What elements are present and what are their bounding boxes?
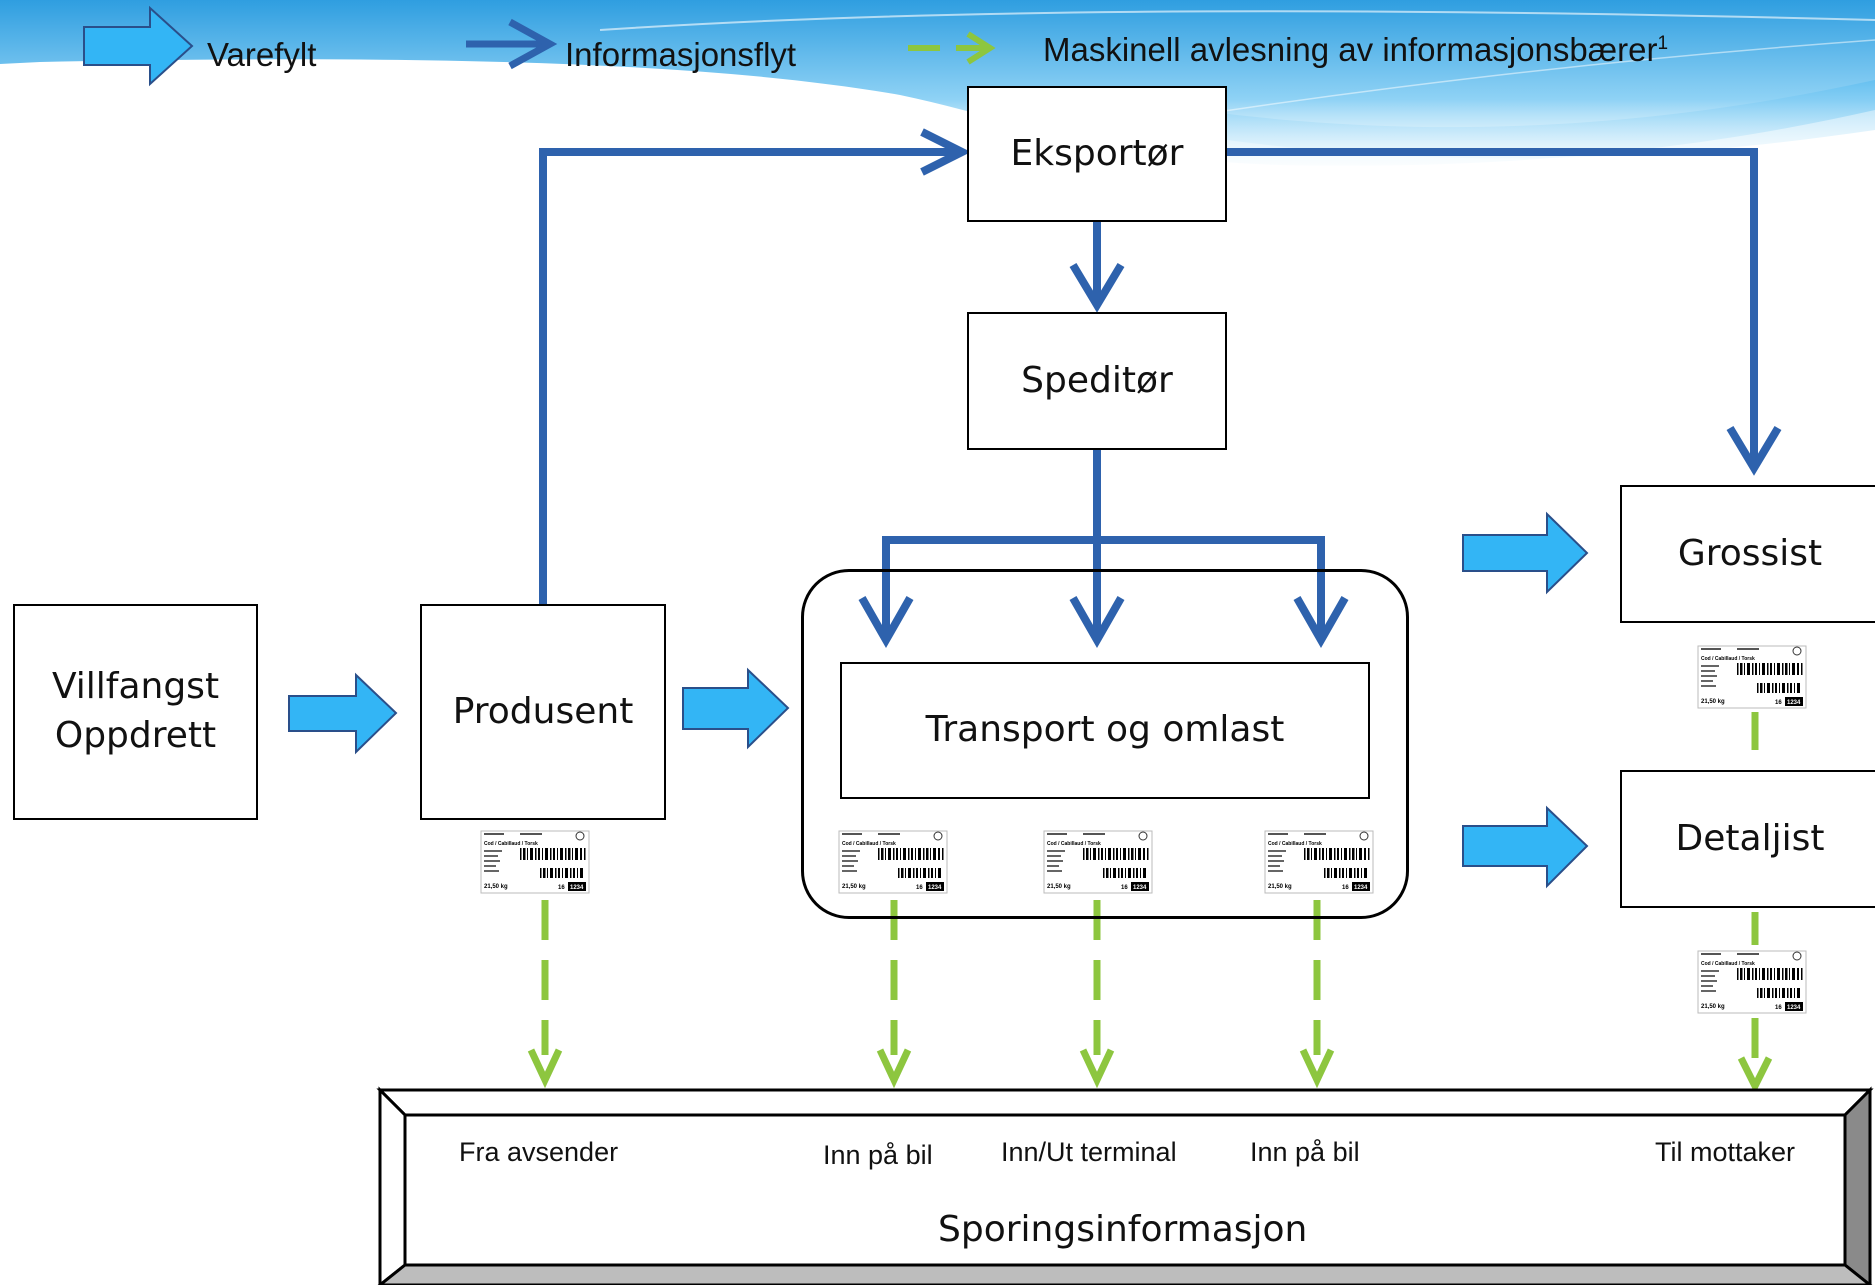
node-forwarder: Speditør (967, 312, 1227, 450)
cargo-label-transport-3: Cod / Cabillaud / Torsk 21,50 kg 16 1234 (1264, 830, 1374, 894)
tracking-stage-on-truck-1: Inn på bil (823, 1140, 933, 1170)
svg-text:16: 16 (1775, 1005, 1782, 1011)
goods-source-to-producer (288, 672, 398, 755)
svg-text:1234: 1234 (928, 885, 942, 891)
node-exporter: Eksportør (967, 86, 1227, 222)
svg-text:21,50 kg: 21,50 kg (1701, 699, 1725, 705)
goods-to-retailer (1462, 805, 1589, 889)
goods-flow-arrows (288, 511, 1589, 889)
svg-text:Cod / Cabillaud / Torsk: Cod / Cabillaud / Torsk (842, 841, 896, 847)
transport-group (801, 569, 1409, 919)
node-wholesaler: Grossist (1620, 485, 1875, 623)
scan-lines (527, 712, 1773, 1094)
svg-text:Cod / Cabillaud / Torsk: Cod / Cabillaud / Torsk (1047, 841, 1101, 847)
svg-text:16: 16 (1342, 885, 1349, 891)
legend-info-arrow (466, 18, 558, 70)
svg-text:21,50 kg: 21,50 kg (1701, 1004, 1725, 1010)
node-source-line1: Villfangst (51, 666, 220, 708)
legend-info-label: Informasjonsflyt (565, 36, 797, 73)
cargo-label-retailer: Cod / Cabillaud / Torsk 21,50 kg 16 1234 (1697, 950, 1807, 1014)
svg-text:16: 16 (1775, 700, 1782, 706)
legend-goods-label: Varefylt (207, 36, 317, 73)
tracking-stage-sender: Fra avsender (459, 1137, 619, 1167)
svg-text:16: 16 (1121, 885, 1128, 891)
svg-text:21,50 kg: 21,50 kg (1047, 884, 1071, 890)
tracking-title: Sporingsinformasjon (938, 1209, 1308, 1250)
node-transport: Transport og omlast (840, 662, 1370, 799)
tracking-stage-receiver: Til mottaker (1655, 1137, 1796, 1167)
cargo-label-producer: Cod / Cabillaud / Torsk 21,50 kg 16 1234 (480, 830, 590, 894)
svg-text:1234: 1234 (1133, 885, 1147, 891)
goods-producer-to-transport (682, 667, 790, 750)
tracking-frame (376, 1086, 1874, 1285)
svg-text:1234: 1234 (570, 885, 584, 891)
info-exporter-to-wholesaler (1226, 148, 1758, 465)
svg-text:Cod / Cabillaud / Torsk: Cod / Cabillaud / Torsk (1701, 961, 1755, 967)
goods-to-wholesaler (1462, 511, 1589, 595)
svg-text:Cod / Cabillaud / Torsk: Cod / Cabillaud / Torsk (484, 841, 538, 847)
cargo-label-transport-1: Cod / Cabillaud / Torsk 21,50 kg 16 1234 (838, 830, 948, 894)
node-retailer: Detaljist (1620, 770, 1875, 908)
legend-goods-arrow (83, 5, 194, 87)
legend-scan-arrow (908, 31, 996, 65)
node-source-line2: Oppdrett (54, 715, 217, 756)
legend-scan-label: Maskinell avlesning av informasjonsbærer… (1043, 31, 1669, 68)
svg-text:Cod / Cabillaud / Torsk: Cod / Cabillaud / Torsk (1701, 656, 1755, 662)
svg-text:1234: 1234 (1787, 1005, 1801, 1011)
info-flow-lines (539, 128, 1782, 649)
svg-text:21,50 kg: 21,50 kg (484, 884, 508, 890)
svg-text:1234: 1234 (1354, 885, 1368, 891)
svg-text:Cod / Cabillaud / Torsk: Cod / Cabillaud / Torsk (1268, 841, 1322, 847)
svg-text:21,50 kg: 21,50 kg (842, 884, 866, 890)
cargo-label-wholesaler: Cod / Cabillaud / Torsk 21,50 kg 16 1234 (1697, 645, 1807, 709)
node-producer: Produsent (420, 604, 666, 820)
svg-text:1234: 1234 (1787, 700, 1801, 706)
svg-text:21,50 kg: 21,50 kg (1268, 884, 1292, 890)
info-forwarder-to-transport (882, 536, 1325, 640)
cargo-label-transport-2: Cod / Cabillaud / Torsk 21,50 kg 16 1234 (1043, 830, 1153, 894)
node-source: Villfangst Oppdrett (13, 604, 258, 820)
svg-text:16: 16 (558, 885, 565, 891)
tracking-stage-terminal: Inn/Ut terminal (1001, 1137, 1177, 1167)
tracking-stage-on-truck-2: Inn på bil (1250, 1137, 1360, 1167)
info-producer-to-exporter (539, 148, 960, 604)
svg-text:16: 16 (916, 885, 923, 891)
